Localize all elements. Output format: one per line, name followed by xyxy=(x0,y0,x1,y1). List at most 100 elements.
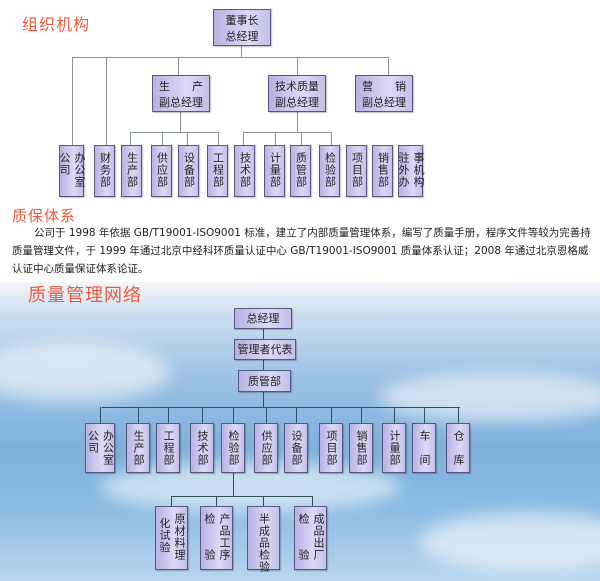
org-box-label: 公司 xyxy=(58,152,71,176)
org-box: 设备部 xyxy=(284,423,308,473)
connector-line xyxy=(72,57,389,58)
org-box-label: 事机构 xyxy=(412,152,425,188)
org-box-label: 驻外办 xyxy=(397,152,410,188)
org-box: 销售部 xyxy=(349,423,373,473)
org-box: 生产部 xyxy=(126,423,150,473)
org-box: 管理者代表 xyxy=(234,339,296,360)
org-box: 仓 库 xyxy=(446,423,470,473)
org-box: 供应部 xyxy=(254,423,278,473)
org-box-label: 原材料理 xyxy=(173,513,186,561)
org-box: 生产部 xyxy=(121,145,142,197)
connector-line xyxy=(241,45,242,57)
connector-line xyxy=(130,132,219,133)
org-box: 成品出厂检 验 xyxy=(294,506,327,570)
org-box-label: 副总经理 xyxy=(159,95,203,109)
org-box-label: 财务部 xyxy=(98,152,112,188)
connector-line xyxy=(331,132,332,145)
org-box: 原材料理 化试验 xyxy=(155,506,188,570)
connector-line xyxy=(263,496,264,506)
org-box: 检验部 xyxy=(221,423,245,473)
connector-line xyxy=(263,359,264,370)
quality-system-text: 公司于 1998 年依据 GB/T19001-ISO9001 标准，建立了内部质… xyxy=(12,227,591,275)
connector-line xyxy=(178,57,179,75)
org-box-label: 管理者代表 xyxy=(237,343,293,356)
quality-network-title: 质量管理网络 xyxy=(28,285,142,306)
org-box-label: 办公室 xyxy=(101,430,115,466)
org-box: 计量部 xyxy=(264,145,285,197)
connector-line xyxy=(72,57,73,145)
org-box: 技术部 xyxy=(190,423,214,473)
org-box-label: 技术部 xyxy=(196,430,209,466)
org-box: 技术部 xyxy=(234,145,255,197)
org-box-label: 检验部 xyxy=(323,152,337,188)
org-box-label: 工程部 xyxy=(162,430,175,466)
quality-system-title: 质保体系 xyxy=(12,207,77,225)
org-box: 销售部 xyxy=(372,145,393,197)
org-box: 营 销副总经理 xyxy=(355,75,413,112)
org-box-label: 副总经理 xyxy=(275,95,319,109)
connector-line xyxy=(458,407,459,423)
org-box: 产品工序检 验 xyxy=(200,506,233,570)
org-box-label: 成品出厂 xyxy=(312,513,325,561)
org-box: 半成品检验 xyxy=(247,506,280,573)
connector-line xyxy=(138,407,139,423)
org-box: 工程部 xyxy=(156,423,180,473)
connector-line xyxy=(102,407,460,408)
org-box: 供应部 xyxy=(151,145,172,197)
connector-line xyxy=(218,132,219,145)
connector-line xyxy=(216,496,217,506)
connector-line xyxy=(233,473,234,496)
connector-line xyxy=(100,407,101,423)
connector-line xyxy=(297,57,298,75)
connector-line xyxy=(424,407,425,423)
connector-line xyxy=(180,111,181,132)
org-box-label: 计量部 xyxy=(268,152,282,188)
org-box-label: 总经理 xyxy=(246,312,280,325)
org-box: 项目部 xyxy=(346,145,367,197)
org-box-label: 销售部 xyxy=(376,152,390,188)
org-box-label: 项目部 xyxy=(325,430,338,466)
connector-line xyxy=(312,496,313,506)
org-box-label: 生 产 xyxy=(159,79,203,93)
org-box: 质管部 xyxy=(290,145,311,197)
org-box-label: 技术质量 xyxy=(275,79,319,93)
connector-line xyxy=(243,132,244,145)
connector-line xyxy=(233,407,234,423)
org-box-label: 产品工序 xyxy=(218,513,231,561)
org-box-label: 仓 库 xyxy=(452,430,465,466)
org-box-label: 设备部 xyxy=(290,430,303,466)
connector-line xyxy=(243,132,332,133)
org-box-label: 车 间 xyxy=(418,430,431,466)
connector-line xyxy=(361,407,362,423)
org-box: 车 间 xyxy=(412,423,436,473)
org-box-label: 总经理 xyxy=(225,29,259,43)
connector-line xyxy=(171,496,172,506)
org-box-label: 副总经理 xyxy=(362,95,406,109)
org-box-label: 质管部 xyxy=(294,152,308,188)
org-box: 质管部 xyxy=(238,370,291,392)
org-box-label: 董事长 xyxy=(225,13,259,27)
org-box: 技术质量副总经理 xyxy=(268,75,326,112)
org-box-label: 项目部 xyxy=(350,152,364,188)
org-box-label: 办公室 xyxy=(73,152,86,188)
org-box-label: 半成品检验 xyxy=(257,513,271,573)
org-box-label: 化试验 xyxy=(158,513,171,554)
connector-line xyxy=(331,407,332,423)
connector-line xyxy=(263,328,264,339)
org-box-label: 检验部 xyxy=(227,430,240,466)
connector-line xyxy=(266,407,267,423)
connector-line xyxy=(275,132,276,145)
org-box-label: 公司 xyxy=(86,430,100,454)
org-box: 计量部 xyxy=(382,423,406,473)
org-box-label: 生产部 xyxy=(125,152,139,188)
org-box: 办公室公司 xyxy=(85,423,115,473)
connector-line xyxy=(202,407,203,423)
org-box: 总经理 xyxy=(234,308,292,329)
connector-line xyxy=(394,407,395,423)
connector-line xyxy=(162,132,163,145)
org-box: 工程部 xyxy=(207,145,228,197)
org-box-label: 质管部 xyxy=(248,374,281,388)
org-box-label: 检 验 xyxy=(297,513,310,561)
org-box-label: 生产部 xyxy=(132,430,145,466)
